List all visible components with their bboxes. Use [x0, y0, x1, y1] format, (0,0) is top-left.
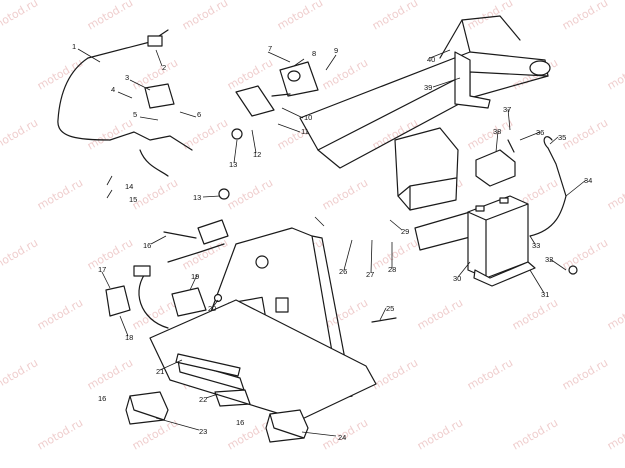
callout-25: 25 — [386, 304, 394, 313]
callout-16c: 16 — [236, 418, 244, 427]
callout-16b: 16 — [98, 394, 106, 403]
callout-33: 33 — [532, 241, 540, 250]
watermark-text: motod.ru — [605, 176, 625, 212]
callout-8: 8 — [312, 49, 316, 58]
callout-7: 7 — [268, 44, 272, 53]
watermark-text: motod.ru — [415, 416, 465, 452]
watermark-text: motod.ru — [0, 0, 40, 33]
callout-31: 31 — [541, 290, 549, 299]
callout-34: 34 — [584, 176, 592, 185]
callout-11: 11 — [301, 127, 309, 136]
watermark-text: motod.ru — [605, 416, 625, 452]
watermark-text: motod.ru — [0, 236, 40, 272]
callout-18: 18 — [125, 333, 133, 342]
taillight-housings — [125, 391, 309, 443]
callout-20: 20 — [208, 304, 216, 313]
watermark-text: motod.ru — [605, 56, 625, 92]
battery — [467, 195, 536, 287]
watermark-text: motod.ru — [0, 356, 40, 392]
watermark-text: motod.ru — [560, 356, 610, 392]
battery-cables — [507, 136, 578, 275]
callout-19: 19 — [191, 272, 199, 281]
callout-9: 9 — [334, 46, 338, 55]
callout-30: 30 — [453, 274, 461, 283]
callout-40: 40 — [427, 55, 435, 64]
callout-2: 2 — [162, 63, 166, 72]
frame-rail — [299, 15, 551, 169]
callout-4: 4 — [111, 85, 115, 94]
watermark-text: motod.ru — [85, 0, 135, 33]
callout-10: 10 — [304, 113, 312, 122]
watermark-text: motod.ru — [35, 416, 85, 452]
callout-28: 28 — [388, 265, 396, 274]
callout-16a: 16 — [143, 241, 151, 250]
watermark-text: motod.ru — [560, 0, 610, 33]
watermark-text: motod.ru — [275, 0, 325, 33]
watermark-text: motod.ru — [0, 116, 40, 152]
watermark-text: motod.ru — [35, 56, 85, 92]
watermark-text: motod.ru — [130, 296, 180, 332]
callout-5: 5 — [133, 110, 137, 119]
callout-37: 37 — [503, 105, 511, 114]
bolt-25 — [371, 317, 397, 323]
watermark-text: motod.ru — [510, 416, 560, 452]
leader-lines — [77, 48, 587, 437]
callout-38: 38 — [493, 127, 501, 136]
watermark-text: motod.ru — [225, 176, 275, 212]
switch-housing — [231, 61, 319, 140]
watermark-text: motod.ru — [320, 56, 370, 92]
switch-harness — [57, 29, 193, 177]
battery-bracket — [394, 127, 475, 251]
watermark-text: motod.ru — [130, 176, 180, 212]
lower-chassis — [149, 299, 377, 421]
watermark-text: motod.ru — [370, 0, 420, 33]
watermark-text: motod.ru — [370, 356, 420, 392]
watermark-text: motod.ru — [320, 176, 370, 212]
callout-15: 15 — [129, 195, 137, 204]
callout-21: 21 — [156, 367, 164, 376]
callout-14: 14 — [125, 182, 133, 191]
callout-3: 3 — [125, 73, 129, 82]
callout-26: 26 — [339, 267, 347, 276]
callout-27: 27 — [366, 270, 374, 279]
watermark-text: motod.ru — [35, 176, 85, 212]
watermark-text: motod.ru — [465, 116, 515, 152]
battery-cover — [475, 149, 516, 187]
watermark-text: motod.ru — [465, 0, 515, 33]
watermark-text: motod.ru — [560, 116, 610, 152]
relay-unit — [197, 188, 230, 245]
callout-32: 32 — [545, 255, 553, 264]
callout-1: 1 — [72, 42, 76, 51]
callout-24: 24 — [338, 433, 346, 442]
callout-23: 23 — [199, 427, 207, 436]
callout-29: 29 — [401, 227, 409, 236]
main-harness — [133, 231, 225, 329]
callout-17: 17 — [98, 265, 106, 274]
callout-35: 35 — [558, 133, 566, 142]
watermark-text: motod.ru — [85, 236, 135, 272]
watermark-text: motod.ru — [465, 356, 515, 392]
callout-12: 12 — [253, 150, 261, 159]
callout-22: 22 — [199, 395, 207, 404]
watermark-text: motod.ru — [85, 356, 135, 392]
watermark-text: motod.ru — [415, 296, 465, 332]
watermark-text: motod.ru — [225, 56, 275, 92]
watermark-text: motod.ru — [605, 296, 625, 332]
callout-6: 6 — [197, 110, 201, 119]
watermark-text: motod.ru — [560, 236, 610, 272]
watermark-text: motod.ru — [35, 296, 85, 332]
fuse-block — [105, 285, 131, 317]
watermark-text: motod.ru — [510, 296, 560, 332]
callout-13b: 13 — [193, 193, 201, 202]
callout-13a: 13 — [229, 160, 237, 169]
callout-39: 39 — [424, 83, 432, 92]
callout-36: 36 — [536, 128, 544, 137]
watermark-text: motod.ru — [180, 0, 230, 33]
rail-21 — [175, 353, 241, 377]
callout-labels: 1 2 3 4 5 6 7 8 9 10 11 12 13 13 14 15 1… — [72, 42, 592, 442]
